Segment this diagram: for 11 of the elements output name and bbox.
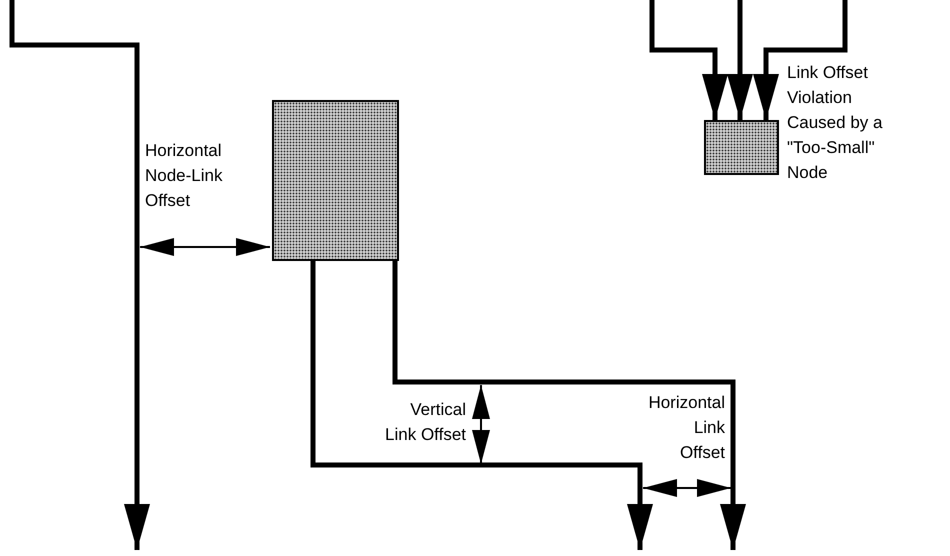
- dimension-label: Link Offset Violation Caused by a "Too-Small" Node: [787, 62, 884, 184]
- dimension-label: Horizontal Node-Link Offset: [145, 140, 224, 212]
- shaded-node-box: [272, 100, 399, 261]
- link-arrow: [727, 0, 753, 120]
- shaded-node-box: [704, 120, 779, 175]
- link-arrow: [310, 261, 653, 550]
- link-arrow: [650, 0, 728, 120]
- link-arrow: [392, 261, 746, 550]
- dimension-label: Vertical Link Offset: [384, 399, 466, 446]
- link-arrow: [753, 0, 848, 120]
- dimension-label: Horizontal Link Offset: [647, 392, 725, 464]
